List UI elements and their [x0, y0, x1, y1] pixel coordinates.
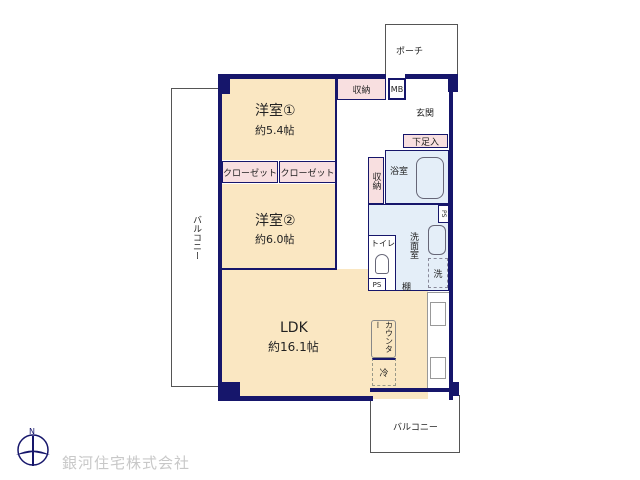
bathtub	[416, 157, 444, 199]
company-name: 銀河住宅株式会社	[62, 454, 191, 472]
western2-size: 約6.0帖	[255, 233, 295, 246]
wall-right	[449, 74, 453, 400]
storage-top: 収納	[337, 78, 386, 100]
balcony-bottom	[370, 395, 460, 453]
room-western2	[222, 184, 336, 268]
ldk-name: LDK	[280, 320, 308, 336]
wall-bottom	[218, 396, 373, 401]
wall-top-left	[218, 74, 386, 79]
ldk-size: 約16.1帖	[268, 340, 319, 354]
western1-name: 洋室①	[255, 103, 296, 119]
porch	[385, 24, 458, 80]
shoe-box: 下足入	[403, 134, 448, 148]
wall-w1-w2	[222, 268, 336, 270]
western2-name: 洋室②	[255, 213, 296, 229]
column-br	[449, 382, 459, 396]
storage-side: 収納	[368, 157, 384, 204]
wall-left	[218, 74, 222, 400]
mb: MB	[388, 78, 406, 100]
room-western1	[222, 78, 336, 160]
entrance-label: 玄関	[416, 109, 435, 119]
washroom-label: 洗面室	[408, 232, 418, 259]
compass-north: N	[29, 427, 35, 436]
hallway	[337, 100, 368, 268]
washer-space: 洗	[428, 258, 448, 288]
sink	[430, 302, 446, 326]
compass-icon	[16, 434, 50, 466]
ps-right: PS	[438, 205, 449, 223]
wall-rooms-hall	[335, 78, 337, 270]
column-bl	[218, 382, 240, 401]
counter: カウンター	[371, 320, 396, 358]
toilet-bowl	[375, 254, 389, 274]
column-tr	[448, 74, 458, 92]
stove	[430, 357, 446, 379]
wall-top-right	[405, 74, 458, 79]
balcony-left	[171, 88, 218, 387]
fridge-space: 冷	[372, 358, 396, 386]
balcony-left-label: バルコニー	[191, 215, 201, 260]
bath-label: 浴室	[390, 167, 409, 177]
wash-basin	[428, 225, 446, 255]
column-tl	[218, 74, 230, 94]
balcony-bottom-label: バルコニー	[393, 423, 438, 433]
western1-size: 約5.4帖	[255, 124, 295, 137]
closet1: クローゼット	[222, 161, 278, 183]
toilet-label: トイレ	[371, 239, 395, 248]
porch-label: ポーチ	[396, 47, 424, 57]
wall-bottom-right	[370, 388, 453, 392]
closet2: クローゼット	[279, 161, 336, 183]
ps-left: PS	[368, 278, 386, 291]
shelf-label: 棚	[402, 283, 412, 293]
